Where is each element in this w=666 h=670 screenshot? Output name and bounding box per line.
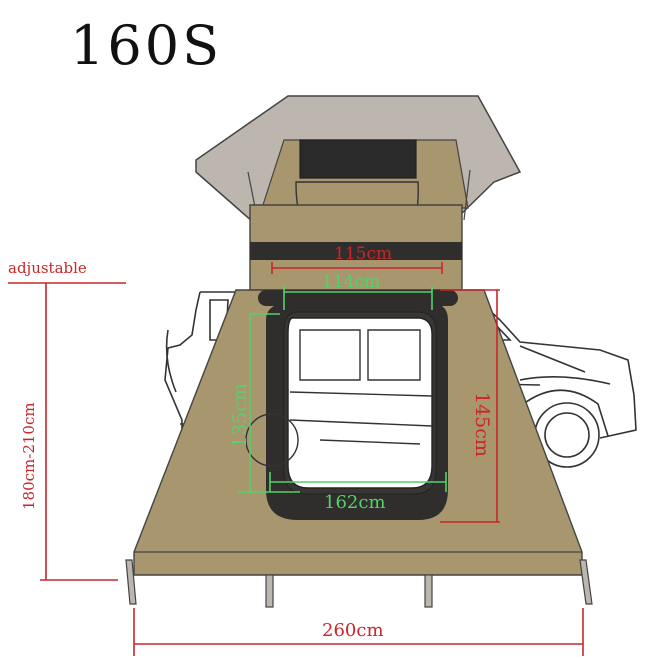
adjustable-label: adjustable [8, 259, 87, 277]
model-title: 160S [70, 14, 223, 77]
red-dimension-lines [8, 262, 584, 656]
width-115-label: 115cm [334, 244, 392, 264]
door-height-label: 135cm [229, 383, 251, 448]
door-width-label: 162cm [324, 492, 386, 513]
width-114-label: 114cm [322, 272, 380, 292]
side-height-label: 145cm [471, 392, 493, 457]
base-width-label: 260cm [322, 620, 384, 641]
support-legs [125, 559, 593, 608]
green-dimension-lines [238, 286, 447, 493]
window-car-view [245, 317, 433, 489]
height-range-label: 180cm-210cm [20, 402, 38, 510]
